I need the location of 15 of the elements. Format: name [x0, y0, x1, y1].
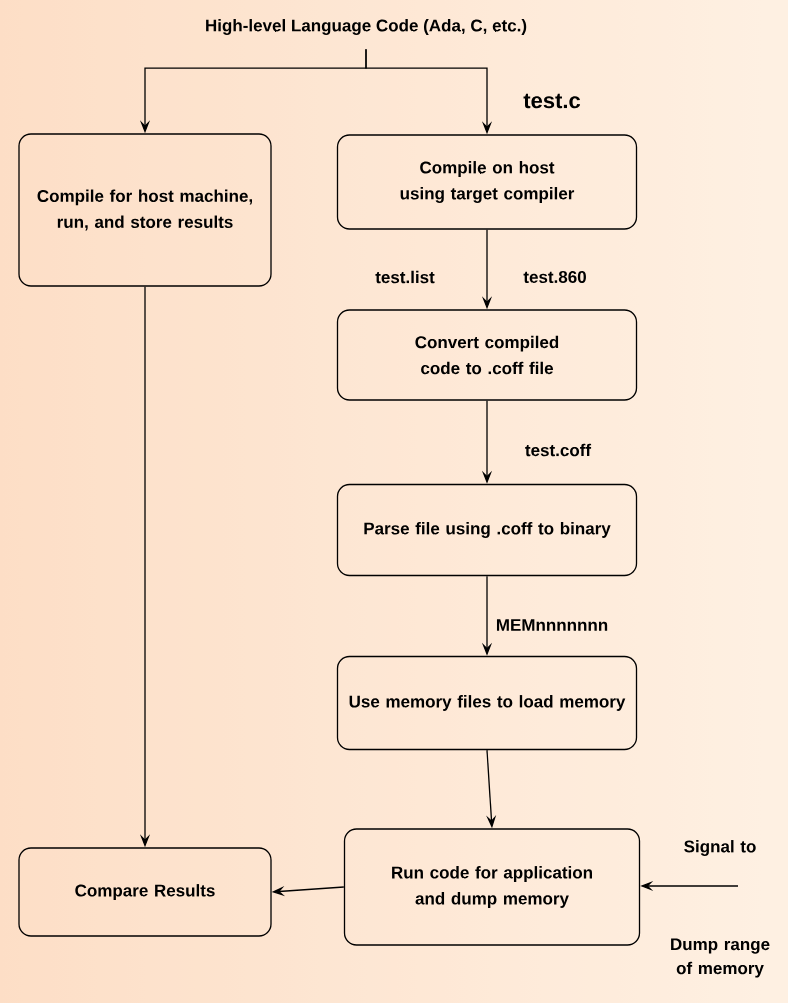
label-text: test.list — [375, 270, 435, 284]
process-box: Use memory files to load memory — [336, 655, 638, 751]
edge-label: test.c — [523, 93, 581, 109]
edge-label: test.860 — [523, 270, 586, 283]
label-text: Dump range of memory — [671, 938, 770, 978]
process-box: Convert compiled code to .coff file — [336, 309, 638, 401]
process-box: Compare Results — [18, 847, 272, 937]
edge-label: test.coff — [525, 443, 592, 457]
label-text: Signal to — [684, 840, 756, 856]
process-box: Compile for host machine, run, and store results — [18, 133, 272, 287]
process-box: Parse file using .coff to binary — [336, 483, 638, 577]
edge-label: MEMnnnnnnn — [496, 619, 608, 631]
process-box: Run code for application and dump memory — [343, 828, 641, 946]
heading-text: High-level Language Code (Ada, C, etc.) — [206, 19, 527, 35]
process-box: Compile on host using target compiler — [336, 134, 638, 230]
